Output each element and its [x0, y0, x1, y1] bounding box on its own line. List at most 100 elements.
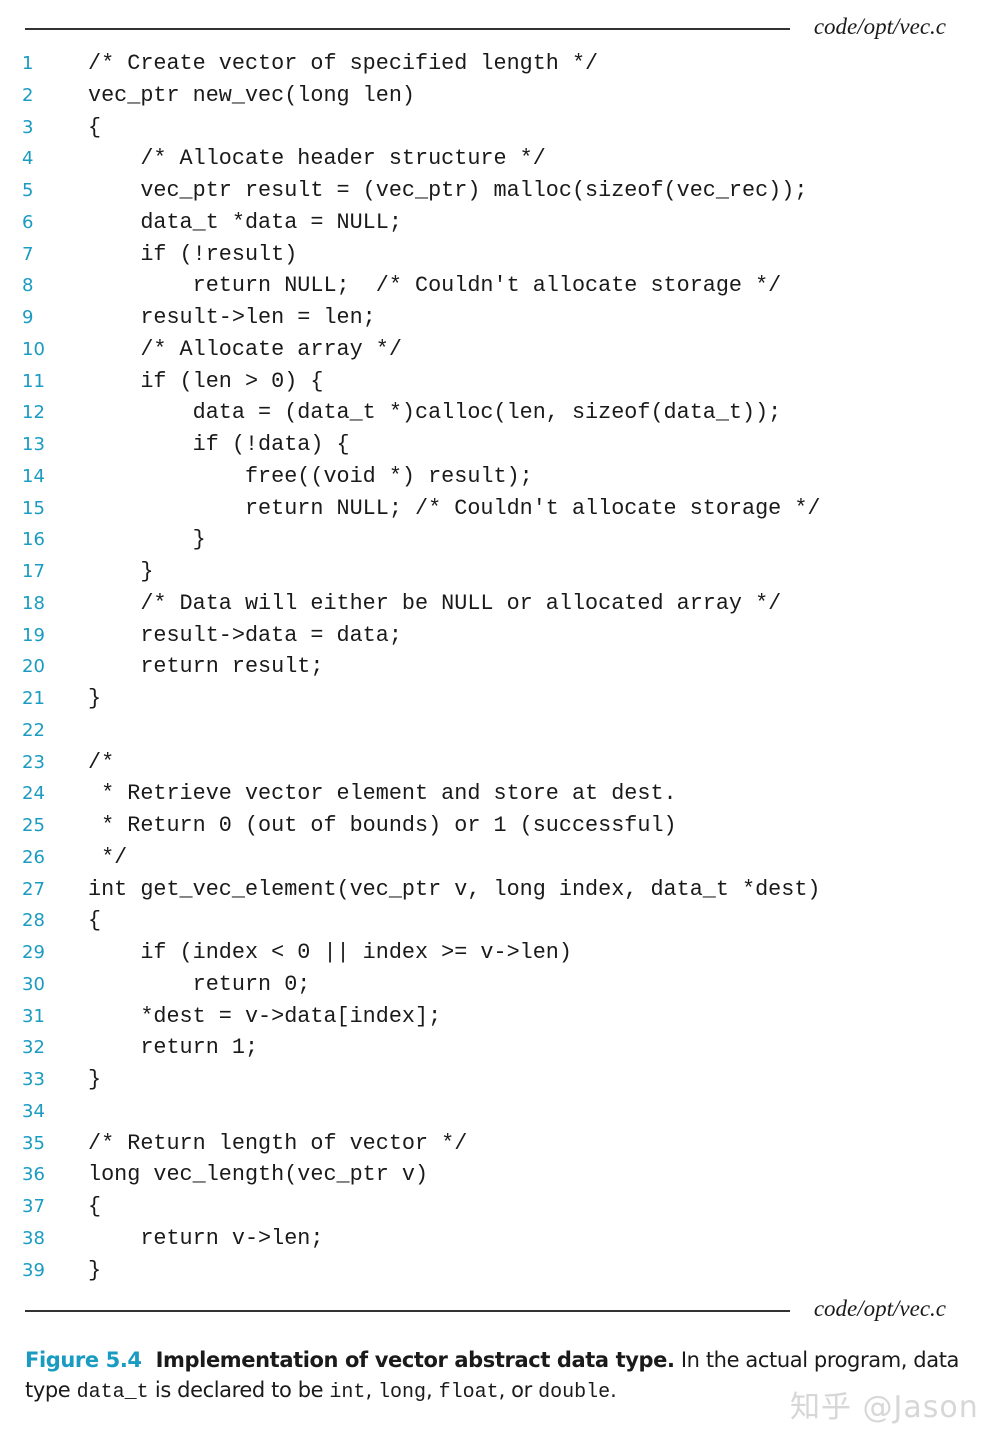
code-line: 28{ [0, 905, 998, 937]
code-text: vec_ptr new_vec(long len) [88, 82, 416, 108]
code-text: result->data = data; [88, 622, 402, 648]
code-text: */ [88, 844, 128, 870]
line-number: 21 [22, 688, 45, 709]
code-line: 17 } [0, 556, 998, 588]
line-number: 31 [22, 1005, 45, 1027]
code-text: if (!data) { [88, 432, 350, 457]
code-text: } [88, 1257, 102, 1283]
code-text: return 0; [88, 971, 311, 997]
line-number: 27 [22, 878, 45, 900]
code-text: /* Allocate array */ [88, 336, 402, 362]
top-rule [25, 28, 790, 30]
code-line: 21} [0, 683, 998, 715]
caption-text: , [365, 1378, 378, 1402]
line-number: 13 [22, 434, 45, 455]
code-line: 31 *dest = v->data[index]; [0, 1001, 998, 1033]
code-line: 7 if (!result) [0, 239, 998, 271]
caption-code: int [329, 1381, 366, 1404]
line-number: 15 [22, 497, 45, 519]
code-line: 19 result->data = data; [0, 620, 998, 652]
line-number: 25 [22, 815, 45, 836]
code-text: vec_ptr result = (vec_ptr) malloc(sizeof… [88, 178, 808, 203]
code-text: { [88, 1194, 102, 1219]
code-line: 29 if (index < 0 || index >= v->len) [0, 937, 998, 969]
line-number: 2 [22, 84, 34, 106]
code-line: 24 * Retrieve vector element and store a… [0, 778, 998, 810]
code-text: if (len > 0) { [88, 368, 324, 394]
code-text: data = (data_t *)calloc(len, sizeof(data… [88, 400, 782, 426]
code-line: 16 } [0, 524, 998, 556]
code-line: 27 int get_vec_element(vec_ptr v, long in… [0, 874, 998, 906]
code-line: 6 data_t *data = NULL; [0, 207, 998, 239]
line-number: 4 [22, 148, 34, 170]
line-number: 24 [22, 783, 45, 805]
code-line: 37{ [0, 1191, 998, 1223]
code-line: 11 if (len > 0) { [0, 366, 998, 398]
caption-text: . [610, 1378, 617, 1402]
line-number: 14 [22, 465, 45, 487]
code-text: int get_vec_element(vec_ptr v, long inde… [88, 876, 821, 902]
line-number: 33 [22, 1069, 45, 1090]
code-text: { [88, 114, 102, 140]
code-text: return NULL; /* Couldn't allocate storag… [88, 495, 821, 521]
line-number: 30 [22, 973, 45, 995]
line-number: 8 [22, 275, 34, 297]
line-number: 20 [22, 656, 45, 678]
code-line: 2 vec_ptr new_vec(long len) [0, 80, 998, 112]
header-filename: code/opt/vec.c [813, 14, 946, 39]
line-number: 26 [22, 846, 45, 868]
code-line: 20 return result; [0, 651, 998, 683]
watermark: 知乎 @Jason [790, 1390, 979, 1425]
line-number: 9 [22, 307, 34, 328]
code-line: 14 free((void *) result); [0, 461, 998, 493]
code-line: 22 [0, 715, 998, 747]
code-line: 25 * Return 0 (out of bounds) or 1 (succ… [0, 810, 998, 842]
line-number: 19 [22, 624, 45, 646]
line-number: 7 [22, 243, 34, 265]
line-number: 16 [22, 529, 45, 551]
code-line: 34 [0, 1096, 998, 1128]
line-number: 29 [22, 942, 45, 963]
line-number: 28 [22, 910, 45, 932]
caption-code: long [378, 1381, 427, 1404]
code-text: /* [88, 749, 115, 775]
code-line: 18 /* Data will either be NULL or alloca… [0, 588, 998, 620]
code-text: *dest = v->data[index]; [88, 1003, 442, 1029]
line-number: 18 [22, 592, 45, 614]
code-text: * Return 0 (out of bounds) or 1 (success… [88, 813, 677, 838]
code-line: 15 return NULL; /* Couldn't allocate sto… [0, 493, 998, 525]
code-line: 33} [0, 1064, 998, 1096]
line-number: 36 [22, 1164, 45, 1186]
line-number: 35 [22, 1132, 45, 1154]
code-line: 3{ [0, 112, 998, 144]
line-number: 23 [22, 751, 45, 773]
line-number: 12 [22, 402, 45, 424]
figure-title: Implementation of vector abstract data t… [155, 1348, 675, 1372]
code-line: 38 return v->len; [0, 1223, 998, 1255]
code-text: if (!result) [88, 241, 298, 267]
caption-text: , or [498, 1378, 539, 1402]
line-number: 32 [22, 1037, 45, 1059]
code-line: 32 return 1; [0, 1032, 998, 1064]
caption-text: is declared to be [148, 1378, 330, 1402]
caption-text: In the actual program, data type [25, 1348, 959, 1402]
line-number: 11 [22, 370, 45, 392]
line-number: 3 [22, 116, 34, 138]
code-line: 5 vec_ptr result = (vec_ptr) malloc(size… [0, 175, 998, 207]
code-line: 30 return 0; [0, 969, 998, 1001]
caption-text: , [426, 1378, 439, 1402]
code-text: return v->len; [88, 1225, 324, 1251]
code-text: result->len = len; [88, 305, 376, 330]
code-line: 23 /* [0, 747, 998, 779]
line-number: 1 [22, 53, 34, 74]
code-line: 1/* Create vector of specified length */ [0, 48, 998, 80]
code-line: 10 /* Allocate array */ [0, 334, 998, 366]
caption-code: data_t [76, 1381, 149, 1404]
code-text: } [88, 1067, 102, 1092]
code-text: return NULL; /* Couldn't allocate storag… [88, 273, 782, 299]
code-text: } [88, 686, 102, 711]
code-line: 26 */ [0, 842, 998, 874]
code-text: data_t *data = NULL; [88, 209, 402, 235]
